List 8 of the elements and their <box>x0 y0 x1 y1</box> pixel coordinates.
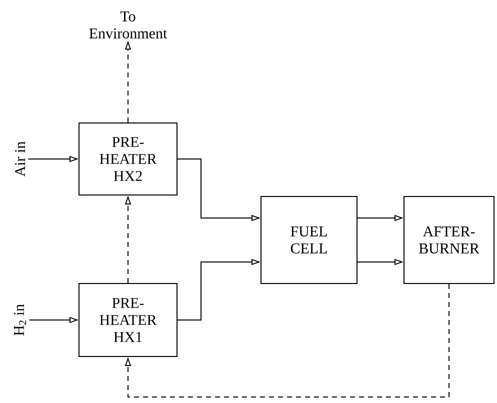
inlet-label: Air in <box>15 142 25 177</box>
process-box: PRE- HEATER HX2 <box>78 122 178 196</box>
process-box: FUEL CELL <box>260 196 358 284</box>
inlet-label: H$_{2}$ in <box>14 304 26 336</box>
outlet-label: To Environment <box>89 12 168 38</box>
process-box: PRE- HEATER HX1 <box>78 282 178 357</box>
process-box: AFTER- BURNER <box>404 196 494 284</box>
arrow <box>124 283 450 398</box>
